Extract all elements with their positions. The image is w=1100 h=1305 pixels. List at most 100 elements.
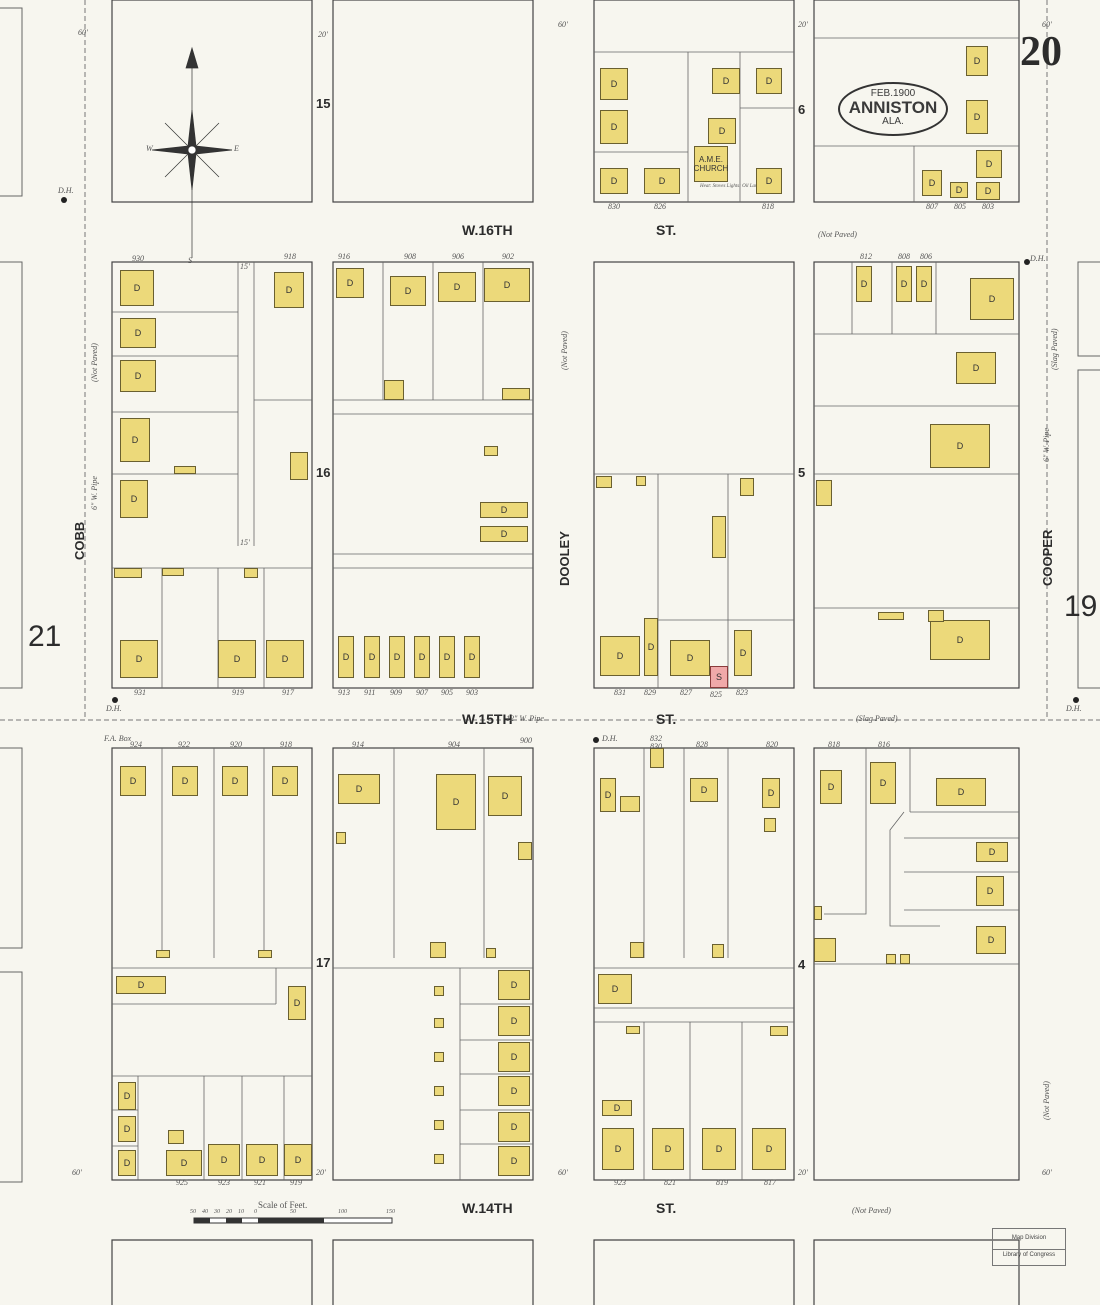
street-w14: W.14TH: [462, 1200, 513, 1216]
house-number: 825: [710, 690, 722, 699]
building-outbuilding: [518, 842, 532, 860]
building-shed: [434, 1120, 444, 1130]
house-number: 805: [954, 202, 966, 211]
house-number: 803: [982, 202, 994, 211]
building-dwelling: D: [364, 636, 380, 678]
building-store: S: [710, 666, 728, 688]
block-number-17: 17: [316, 955, 331, 970]
building-dwelling: D: [288, 986, 306, 1020]
title-state: ALA.: [882, 116, 904, 127]
building-dwelling: D: [602, 1100, 632, 1116]
building-dwelling: D: [762, 778, 780, 808]
stamp-line1: Map Division: [1011, 1235, 1047, 1241]
house-number: 931: [134, 688, 146, 697]
width-60-sw: 60': [72, 1168, 82, 1177]
building-dwelling: D: [120, 480, 148, 518]
house-number: 829: [644, 688, 656, 697]
building-dwelling: D: [600, 778, 616, 812]
house-number: 916: [338, 252, 350, 261]
building-shed: [336, 832, 346, 844]
house-number: 818: [762, 202, 774, 211]
building-shed: [886, 954, 896, 964]
building-dwelling: D: [274, 272, 304, 308]
building-shed: [596, 476, 612, 488]
note-slag-paved-15: (Slag Paved): [856, 714, 898, 723]
note-not-paved-dooley: (Not Paved): [560, 331, 569, 370]
house-number: 913: [338, 688, 350, 697]
building-shed: [258, 950, 272, 958]
house-number: 808: [898, 252, 910, 261]
note-pipe-cooper: 6" W. Pipe: [1042, 428, 1051, 462]
house-number: 830: [650, 742, 662, 751]
building-shed: [814, 906, 822, 920]
street-cooper: COOPER: [1040, 529, 1055, 586]
width-15-mid: 15': [240, 262, 250, 271]
building-shed: [878, 612, 904, 620]
dh-label-5: D.H.: [602, 734, 618, 743]
width-20-se: 20': [798, 1168, 808, 1177]
building-dwelling: D: [218, 640, 256, 678]
house-number: 906: [452, 252, 464, 261]
building-outbuilding: [384, 380, 404, 400]
building-dwelling: D: [976, 876, 1004, 906]
church-type: CHURCH: [693, 164, 729, 173]
street-cobb: COBB: [72, 521, 87, 560]
house-number: 812: [860, 252, 872, 261]
building-shed: [650, 748, 664, 768]
note-not-paved-cooper: (Not Paved): [1042, 1081, 1051, 1120]
compass-rose: [151, 46, 233, 258]
house-number: 923: [614, 1178, 626, 1187]
building-shed: [486, 948, 496, 958]
scale-tick: 100: [338, 1209, 347, 1215]
house-number: 818: [828, 740, 840, 749]
scale-tick: 0: [254, 1209, 257, 1215]
scale-tick: 10: [238, 1209, 244, 1215]
house-number: 820: [766, 740, 778, 749]
building-dwelling: D: [644, 618, 658, 676]
house-number: 819: [716, 1178, 728, 1187]
building-dwelling: D: [166, 1150, 202, 1176]
building-dwelling: D: [284, 1144, 312, 1176]
compass-e: E: [234, 144, 239, 153]
house-number: 905: [441, 688, 453, 697]
building-dwelling: D: [976, 842, 1008, 862]
width-60-s: 60': [558, 1168, 568, 1177]
house-number: 817: [764, 1178, 776, 1187]
building-dwelling: D: [976, 150, 1002, 178]
street-w15: W.15TH: [462, 711, 513, 727]
block-number-15: 15: [316, 96, 331, 111]
building-dwelling: D: [598, 974, 632, 1004]
stamp-line2: Library of Congress: [993, 1249, 1065, 1258]
width-15-mid2: 15': [240, 538, 250, 547]
building-shed: [900, 954, 910, 964]
scale-tick: 20: [226, 1209, 232, 1215]
scale-tick: 150: [386, 1209, 395, 1215]
width-60-ne: 60': [1042, 20, 1052, 29]
building-dwelling: D: [820, 770, 842, 804]
building-dwelling: D: [120, 418, 150, 462]
house-number: 831: [614, 688, 626, 697]
street-dooley: DOOLEY: [557, 531, 572, 586]
building-dwelling: D: [480, 526, 528, 542]
building-shed: [764, 818, 776, 832]
church-note: Heat: Stoves Lights: Oil Lamps: [700, 184, 764, 189]
house-number: 903: [466, 688, 478, 697]
building-outbuilding: [502, 388, 530, 400]
building-shed: [156, 950, 170, 958]
building-shed: [770, 1026, 788, 1036]
block-number-6: 6: [798, 102, 806, 117]
house-number: 921: [254, 1178, 266, 1187]
house-number: 930: [132, 254, 144, 263]
building-dwelling: D: [976, 182, 1000, 200]
building-dwelling: D: [950, 182, 968, 198]
building-shed: [620, 796, 640, 812]
building-dwelling: D: [498, 1042, 530, 1072]
building-dwelling: D: [856, 266, 872, 302]
street-w14-st: ST.: [656, 1200, 677, 1216]
house-number: 919: [232, 688, 244, 697]
building-outbuilding: [290, 452, 308, 480]
house-number: 902: [502, 252, 514, 261]
building-outbuilding: [630, 942, 644, 958]
width-20-n: 20': [318, 30, 328, 39]
dh-label-3: D.H.: [106, 704, 122, 713]
